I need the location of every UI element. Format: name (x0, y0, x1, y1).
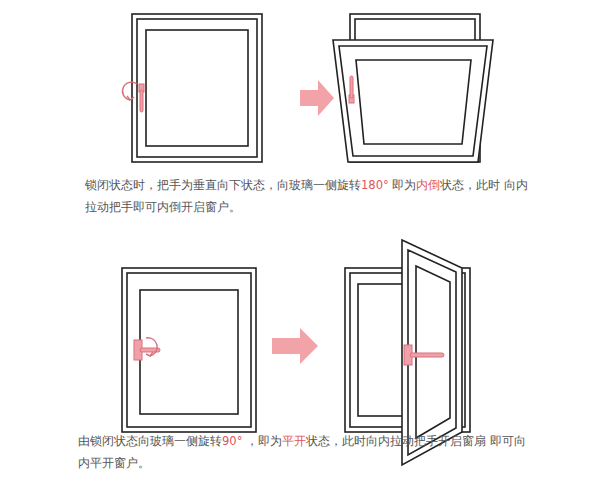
open-sash-inner (408, 250, 456, 455)
caption-text: 锁闭状态时，把手为垂直向下状态，向玻璃一侧旋转 (85, 178, 361, 192)
highlight-text: 内倒 (416, 178, 440, 192)
tilted-glass (356, 60, 471, 144)
transition-arrow (272, 328, 318, 364)
rotation-arrow (146, 338, 157, 356)
open-glass (416, 266, 450, 438)
rotation-arrowhead (127, 96, 134, 100)
caption: 由锁闭状态向玻璃一侧旋转90° ，即为平开状态，此时向内拉动把手开启窗扇 即可向… (78, 430, 528, 474)
window-frame (132, 14, 262, 162)
window-sash (146, 30, 248, 146)
tilted-sash (333, 40, 493, 162)
rotation-arrow (123, 82, 137, 100)
caption-text: ，即为 (242, 434, 282, 448)
highlight-text: 90° (222, 434, 242, 448)
handle (350, 76, 353, 98)
handle (140, 90, 143, 112)
transition-arrow (300, 80, 334, 116)
window-sash (140, 290, 238, 414)
rotation-arrowhead (146, 352, 153, 356)
tilted-sash-inner (339, 46, 487, 156)
caption: 锁闭状态时，把手为垂直向下状态，向玻璃一侧旋转180° 即为内倒状态，此时 向内… (85, 174, 530, 218)
highlight-text: 180° (361, 178, 389, 192)
caption-text: 由锁闭状态向玻璃一侧旋转 (78, 434, 222, 448)
window-frame-inner (137, 19, 257, 157)
highlight-text: 平开 (282, 434, 306, 448)
window-frame-inner (127, 273, 251, 427)
caption-text: 即为 (389, 178, 417, 192)
window-frame (122, 268, 256, 432)
handle (410, 353, 444, 357)
open-sash (402, 240, 462, 465)
